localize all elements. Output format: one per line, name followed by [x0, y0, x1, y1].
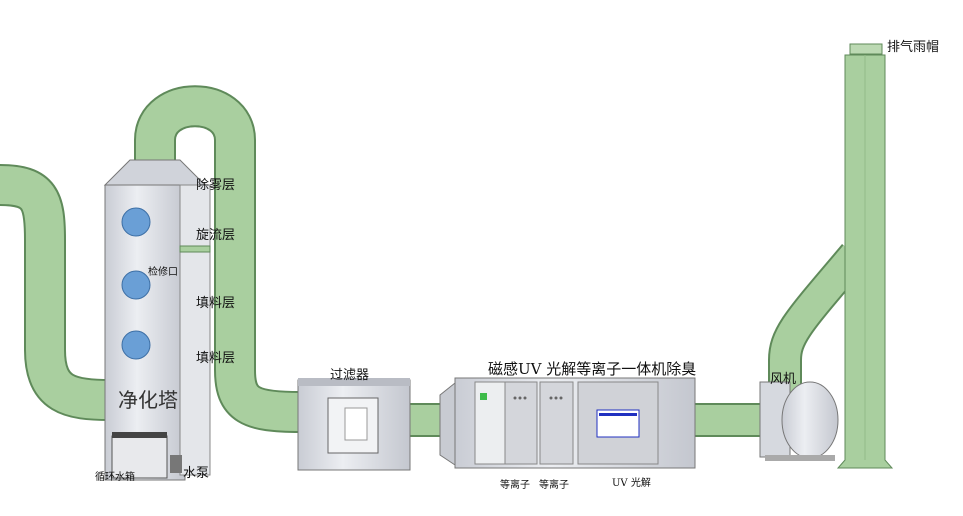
- label-rain-cap: 排气雨帽: [887, 40, 940, 55]
- viewport-window: [121, 330, 151, 360]
- ducting: [0, 85, 868, 437]
- rain-cap: [849, 43, 883, 55]
- viewport-window: [121, 270, 151, 300]
- label-packing-layer-1: 填料层: [196, 296, 236, 311]
- label-filter: 过滤器: [330, 368, 370, 383]
- label-uv-photolysis: UV 光解: [612, 478, 651, 489]
- label-water-pump: 水泵: [183, 466, 210, 481]
- water-pump: [170, 455, 182, 473]
- fan-unit: [759, 381, 839, 461]
- label-plasma-2: 等离子: [539, 480, 569, 491]
- label-demister-layer: 除雾层: [196, 178, 236, 193]
- label-swirl-layer: 旋流层: [196, 228, 236, 243]
- label-fan: 风机: [770, 372, 797, 387]
- filter-unit: [297, 378, 411, 471]
- exhaust-stack: [836, 43, 894, 469]
- purification-tower: [103, 159, 211, 481]
- label-access-port: 检修口: [148, 267, 178, 278]
- label-circulation-tank: 循环水箱: [95, 472, 135, 483]
- label-uv-plasma-unit: 磁感UV 光解等离子一体机除臭: [488, 360, 697, 378]
- label-plasma-1: 等离子: [500, 480, 530, 491]
- label-purification-tower: 净化塔: [118, 388, 178, 412]
- uv-plasma-unit: [439, 377, 696, 469]
- indicator-light: [480, 393, 487, 400]
- label-packing-layer-2: 填料层: [196, 351, 236, 366]
- viewport-window: [121, 207, 151, 237]
